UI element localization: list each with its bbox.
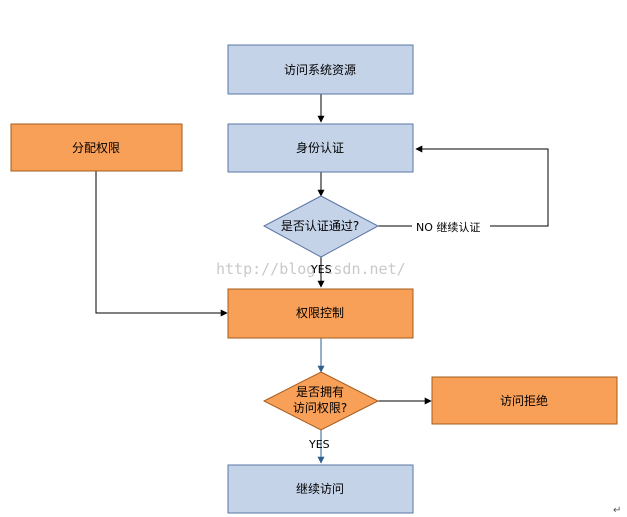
node-identity-auth-label: 身份认证 — [296, 140, 344, 155]
node-access-resource-label: 访问系统资源 — [284, 63, 356, 77]
edge-no-label: NO 继续认证 — [416, 220, 480, 234]
node-assign-permission — [10, 123, 183, 172]
edge-perm-yes-label: YES — [308, 438, 330, 451]
watermark-text: http://blog.csdn.net/ — [216, 260, 406, 278]
node-access-resource — [227, 44, 414, 95]
decision-auth-passed-label: 是否认证通过? — [281, 219, 359, 233]
return-mark-icon: ↵ — [613, 505, 621, 516]
node-permission-control-label: 权限控制 — [296, 306, 344, 320]
node-continue-access — [227, 464, 414, 514]
node-identity-auth — [227, 123, 414, 173]
decision-has-permission-label-line2: 访问权限? — [293, 401, 347, 415]
node-access-denied-label: 访问拒绝 — [500, 393, 548, 408]
edge-auth-yes-label: YES — [310, 263, 332, 276]
decision-has-permission-label-line1: 是否拥有 — [296, 385, 344, 399]
edge-assign-to-control — [95, 171, 228, 317]
node-permission-control — [227, 288, 414, 339]
decision-auth-passed — [262, 195, 380, 258]
node-assign-permission-label: 分配权限 — [72, 141, 120, 155]
decision-has-permission — [262, 371, 380, 431]
node-access-denied — [431, 376, 618, 425]
edge-no-label-bg — [412, 219, 490, 234]
node-continue-access-label: 继续访问 — [296, 482, 344, 496]
